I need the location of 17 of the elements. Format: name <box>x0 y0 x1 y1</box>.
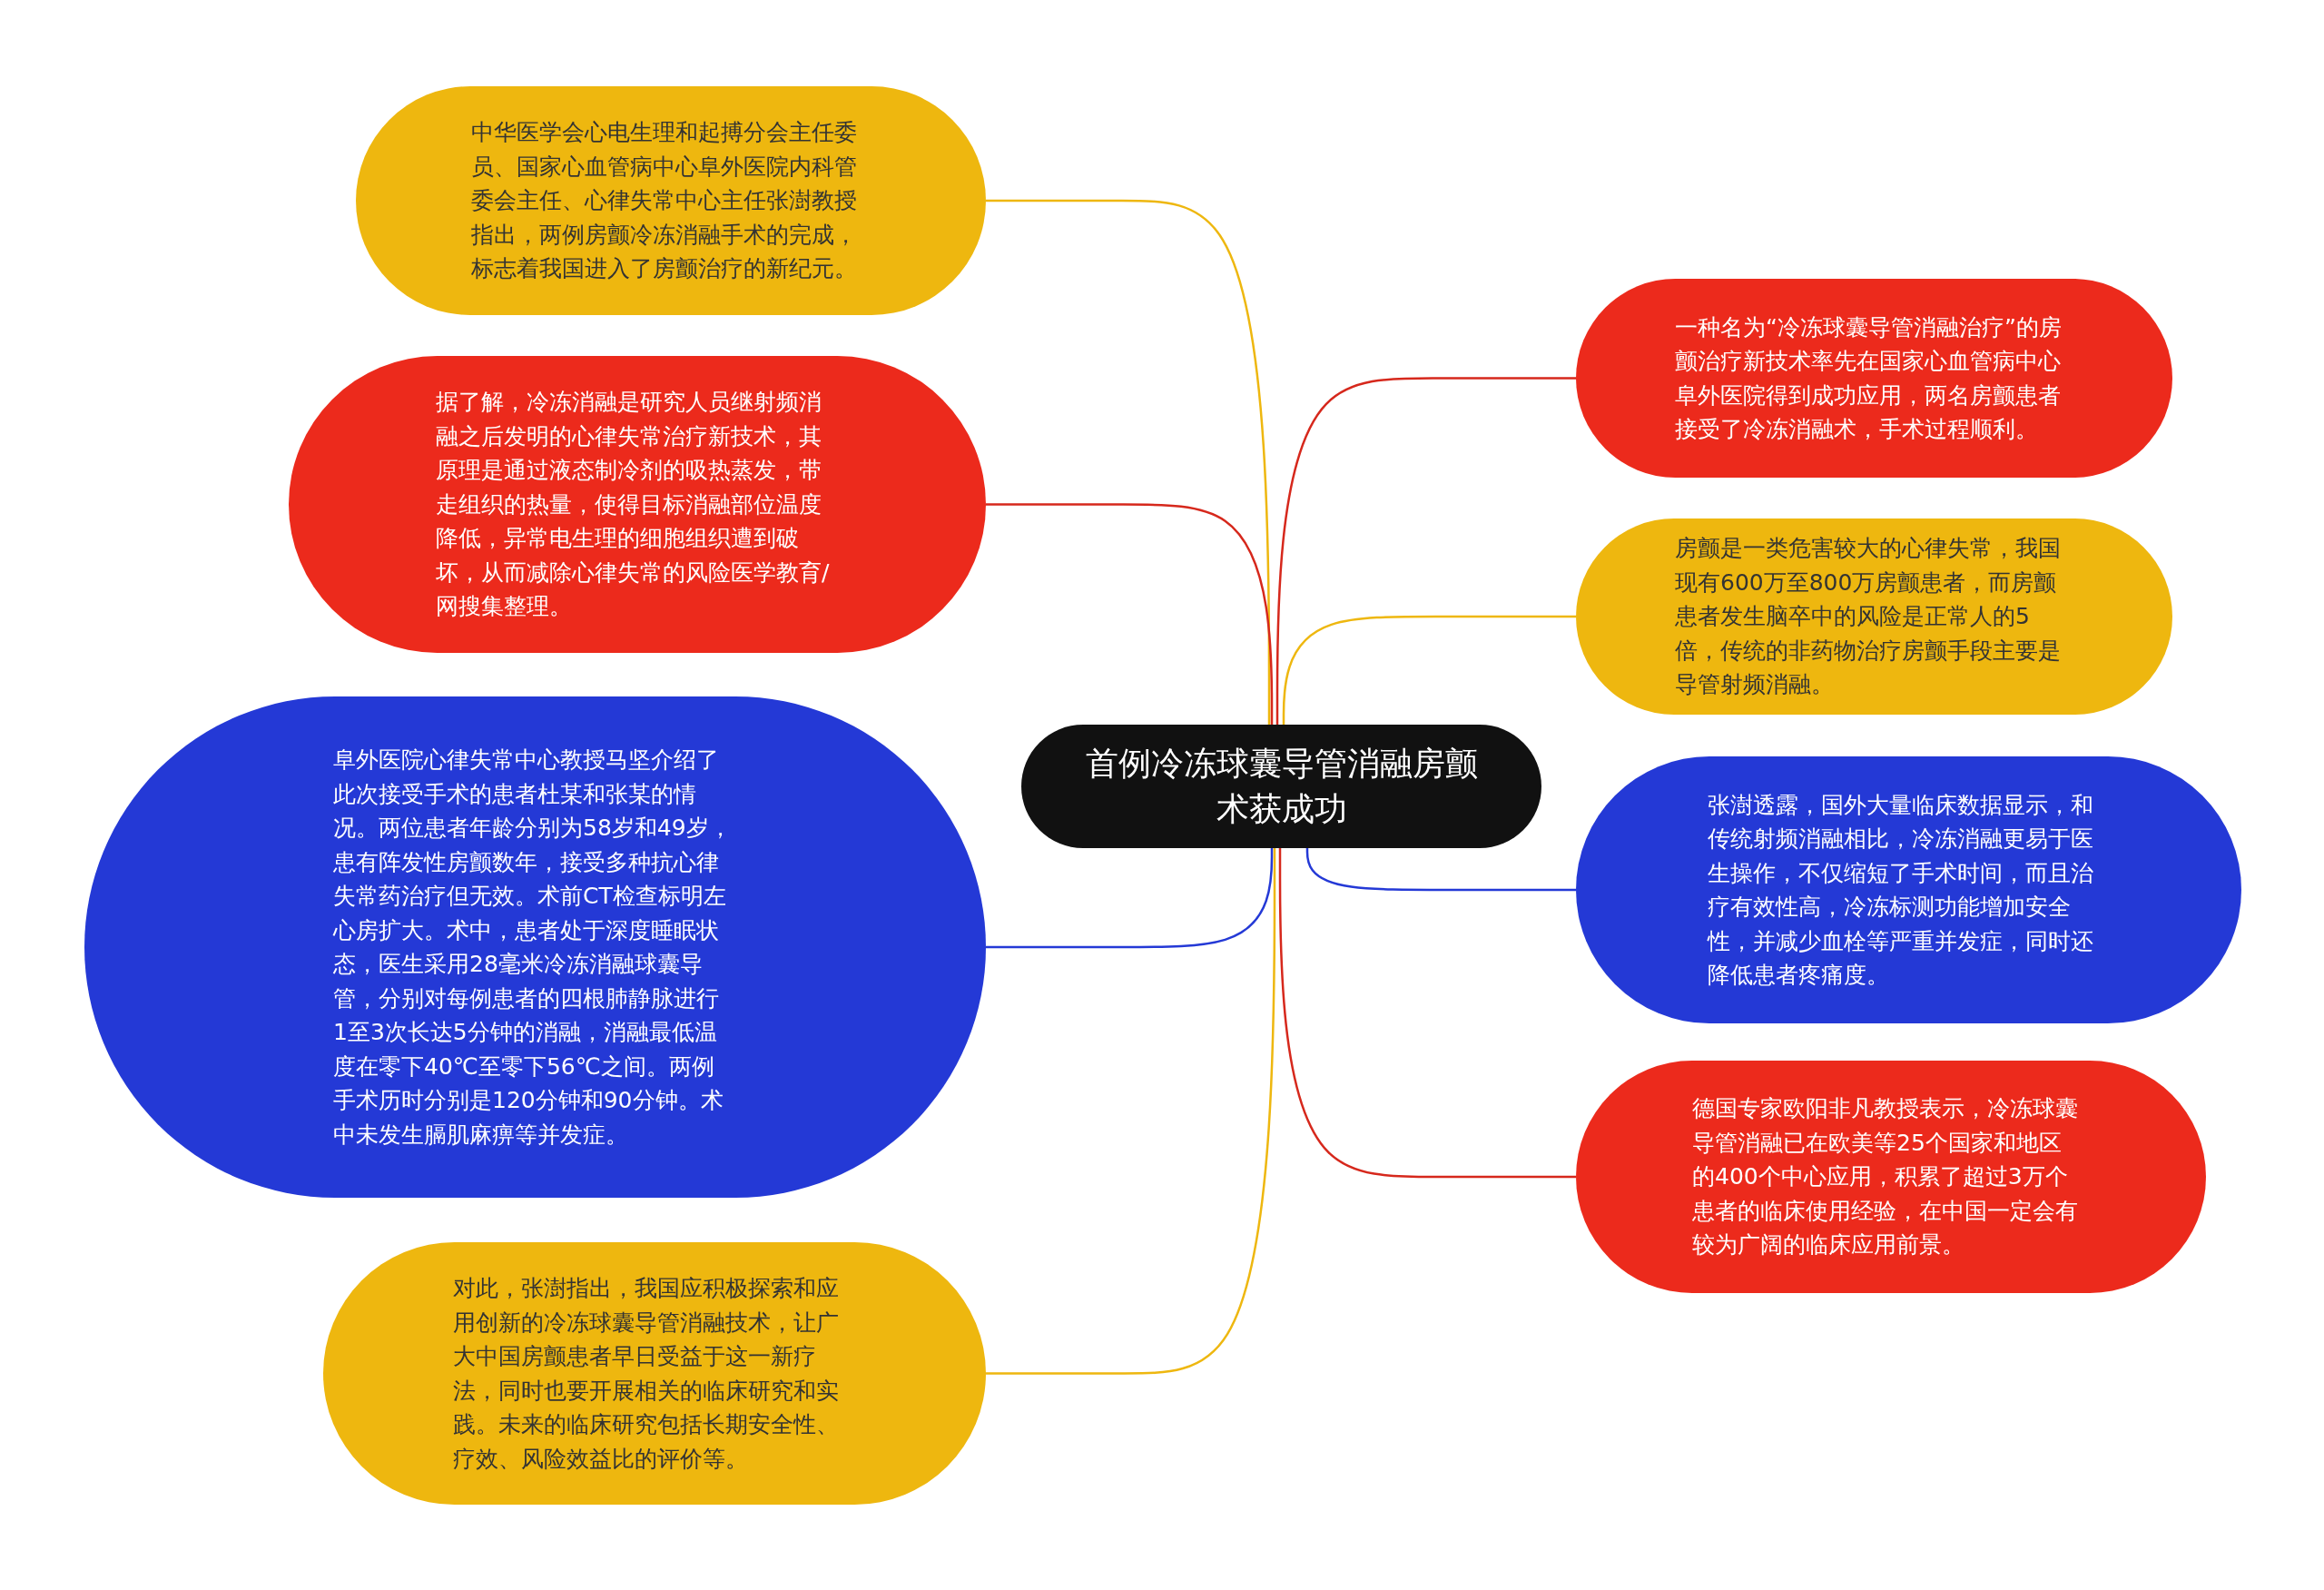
connector-line <box>986 848 1276 1375</box>
connector-line <box>1282 615 1576 725</box>
topic-text: 对此，张澍指出，我国应积极探索和应用创新的冷冻球囊导管消融技术，让广大中国房颤患者早日受益于这一新疗法，同时也要开展相关的临床研究和实践。未来的临床研究包括长期安全性、疗效、风险效益比的评价等。 <box>453 1274 840 1474</box>
topic-text: 中华医学会心电生理和起搏分会主任委员、国家心血管病中心阜外医院内科管委会主任、心律失常中心主任张澍教授指出，两例房颤冷冻消融手术的完成，标志着我国进入了房颤治疗的新纪元。 <box>471 118 858 284</box>
connector-line <box>986 848 1274 949</box>
topic-text: 张澍透露，国外大量临床数据显示，和传统射频消融相比，冷冻消融更易于医生操作，不仅缩短了手术时间，而且治疗有效性高，冷冻标测功能增加安全性，并减少血栓等严重并发症，同时还降低患者疼痛度。 <box>1708 790 2094 990</box>
connector-line <box>1275 377 1576 725</box>
connector-line <box>1305 848 1576 892</box>
topic-text: 据了解，冷冻消融是研究人员继射频消融之后发明的心律失常治疗新技术，其原理是通过液态制冷剂的吸热蒸发，带走组织的热量，使得目标消融部位温度降低，异常电生理的细胞组织遭到破坏，从而减除心律失常的风险医学教育/网搜集整理。 <box>436 388 831 622</box>
topic-text: 房颤是一类危害较大的心律失常，我国现有600万至800万房颤患者，而房颤患者发生脑卒中的风险是正常人的5倍，传统的非药物治疗房颤手段主要是导管射频消融。 <box>1675 534 2062 700</box>
topic-text: 一种名为“冷冻球囊导管消融治疗”的房颤治疗新技术率先在国家心血管病中心阜外医院得到成功应用，两名房颤患者接受了冷冻消融术，手术过程顺利。 <box>1675 312 2063 444</box>
connector-line <box>1278 848 1576 1179</box>
connector-line <box>986 199 1271 725</box>
topic-text: 阜外医院心律失常中心教授马坚介绍了此次接受手术的患者杜某和张某的情况。两位患者年龄分别为58岁和49岁，患有阵发性房颤数年，接受多种抗心律失常药治疗但无效。术前CT检查标明左心房扩大。术中，患者处于深度睡眠状态，医生采用28毫米冷冻消融球囊导管，分别对每例患者的四根肺静脉进行1至3次长达5分钟的消融，消融最低温度在零下40℃至零下56℃之间。两例手术历时分别是120分钟和90分钟。术中未发生膈肌麻痹等并发症。 <box>333 746 733 1150</box>
topic-title: 首例冷冻球囊导管消融房颤术获成功 <box>1084 744 1479 829</box>
topic-text: 德国专家欧阳非凡教授表示，冷冻球囊导管消融已在欧美等25个国家和地区的400个中心应用，积累了超过3万个患者的临床使用经验，在中国一定会有较为广阔的临床应用前景。 <box>1692 1094 2079 1260</box>
connector-line <box>986 503 1274 725</box>
